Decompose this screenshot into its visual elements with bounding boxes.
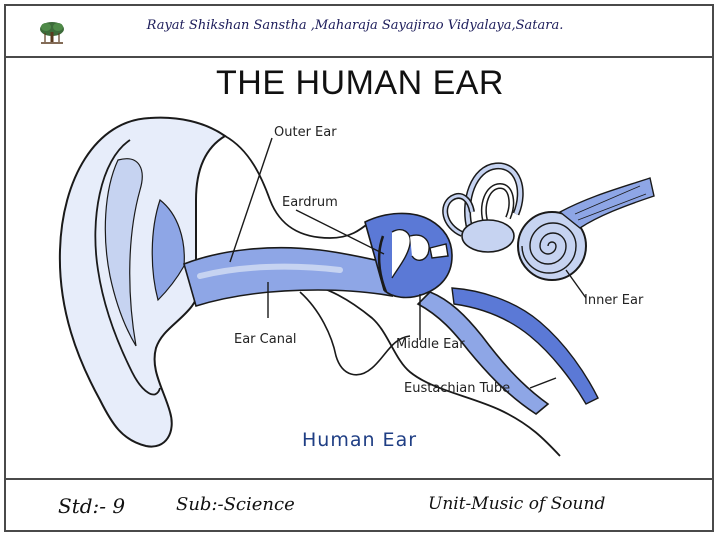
label-outer-ear: Outer Ear xyxy=(274,125,337,140)
middle-ear-cavity xyxy=(364,212,453,299)
semicircular-canal-2-fill xyxy=(482,184,513,225)
pinna-outer xyxy=(58,116,227,448)
cochlea-spiral xyxy=(521,222,577,274)
footer-unit: Unit-Music of Sound xyxy=(428,494,606,514)
upper-outline xyxy=(224,135,371,239)
incus xyxy=(409,234,430,261)
header-bar xyxy=(4,4,714,58)
diagram-caption: Human Ear xyxy=(302,429,417,451)
label-inner-ear: Inner Ear xyxy=(584,293,644,308)
eardrum xyxy=(377,235,388,293)
vestibule xyxy=(461,219,515,253)
malleus xyxy=(391,228,411,279)
stapes xyxy=(429,243,449,259)
school-header: Rayat Shikshan Sanstha ,Maharaja Sayajir… xyxy=(146,18,564,33)
helix-shade xyxy=(104,158,143,347)
jaw-outline xyxy=(299,291,411,376)
ear-canal xyxy=(183,246,394,308)
label-eustachian-tube: Eustachian Tube xyxy=(404,381,510,396)
footer-std: Std:- 9 xyxy=(58,494,126,518)
concha-shade xyxy=(151,199,185,302)
leader-eustachian xyxy=(529,377,557,389)
leader-outer-ear xyxy=(229,137,273,263)
slide-title: THE HUMAN EAR xyxy=(216,64,504,102)
banyan-tree-icon xyxy=(40,22,64,44)
label-ear-canal: Ear Canal xyxy=(234,332,297,347)
eustachian-tube xyxy=(416,291,550,415)
nerve-fibres xyxy=(574,185,647,221)
semicircular-canal-3-fill xyxy=(443,194,474,236)
leader-inner-ear xyxy=(565,269,587,299)
label-middle-ear: Middle Ear xyxy=(396,337,465,352)
pinna-inner-fold xyxy=(94,139,161,396)
label-eardrum: Eardrum xyxy=(282,195,338,210)
auditory-nerve xyxy=(558,177,655,229)
leader-eardrum xyxy=(295,209,385,255)
footer-subject: Sub:-Science xyxy=(176,494,295,515)
footer-bar xyxy=(4,478,714,532)
canal-highlight xyxy=(197,263,343,279)
lower-tube xyxy=(451,287,599,405)
